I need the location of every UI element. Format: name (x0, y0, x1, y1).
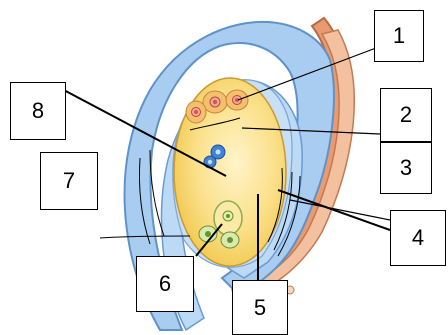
label-8: 8 (10, 82, 66, 140)
label-3: 3 (380, 142, 432, 194)
label-4: 4 (390, 210, 446, 266)
label-6: 6 (136, 256, 194, 312)
label-7: 7 (40, 152, 98, 210)
label-2: 2 (380, 88, 432, 142)
label-5: 5 (232, 280, 288, 335)
label-1: 1 (374, 10, 424, 62)
